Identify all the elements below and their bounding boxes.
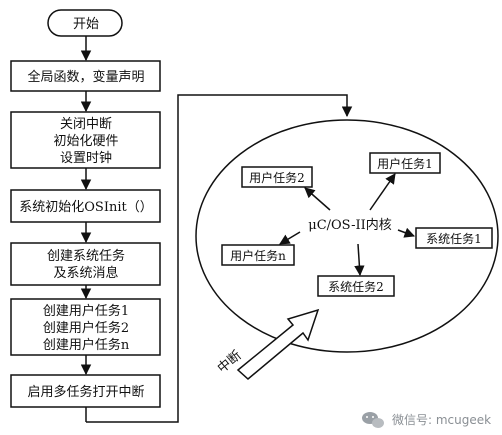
arrow-core-to-usern: [279, 231, 301, 245]
box-user-task-2: [241, 166, 313, 188]
step2-line2: 初始化硬件: [53, 134, 118, 149]
flowchart-text: 开始 全局函数，变量声明 关闭中断 初始化硬件 设置时钟 系统初始化OSInit…: [19, 17, 152, 400]
box-user-task-n: [221, 244, 295, 266]
user-task-1-label: 用户任务1: [377, 156, 433, 171]
system-task-1-label: 系统任务1: [426, 231, 482, 246]
start-label: 开始: [73, 17, 99, 32]
kernel-core-label: μC/OS-II内核: [308, 217, 391, 233]
step5-line2: 创建用户任务2: [43, 320, 129, 336]
start-terminal: [47, 9, 123, 37]
step4-line1: 创建系统任务: [47, 248, 125, 264]
wechat-icon: [362, 412, 384, 428]
flowchart: [10, 9, 353, 423]
step-osinit: [10, 189, 161, 223]
step-create-user-tasks: [10, 298, 161, 356]
step1-label: 全局函数，变量声明: [27, 69, 144, 85]
step2-line3: 设置时钟: [60, 150, 112, 166]
kernel-text: μC/OS-II内核 用户任务2 用户任务1 用户任务n 系统任务1 系统任务2…: [215, 156, 482, 376]
step6-label: 启用多任务打开中断: [27, 384, 144, 400]
box-system-task-1: [415, 227, 493, 249]
arrow-core-to-sys1: [397, 227, 415, 238]
step-global-declarations: [10, 60, 161, 92]
arrow-core-to-user1: [369, 173, 396, 211]
arrow-core-to-user2: [304, 187, 331, 211]
user-task-n-label: 用户任务n: [230, 248, 286, 263]
interrupt-arrow: [236, 308, 320, 380]
step-create-system-tasks: [10, 242, 161, 286]
user-task-2-label: 用户任务2: [249, 170, 305, 185]
step5-line1: 创建用户任务1: [43, 303, 129, 319]
connector-to-kernel: [160, 94, 353, 423]
arrow-core-to-sys2: [354, 243, 365, 277]
system-task-2-label: 系统任务2: [328, 279, 384, 294]
kernel-view: [195, 119, 499, 380]
step5-line3: 创建用户任务n: [43, 337, 130, 353]
watermark: 微信号: mcugeek: [362, 412, 491, 428]
step4-line2: 及系统消息: [53, 265, 118, 281]
box-user-task-1: [369, 152, 441, 174]
watermark-text: 微信号: mcugeek: [392, 413, 491, 427]
step2-line1: 关闭中断: [60, 117, 112, 132]
step3-label: 系统初始化OSInit（）: [19, 200, 152, 215]
